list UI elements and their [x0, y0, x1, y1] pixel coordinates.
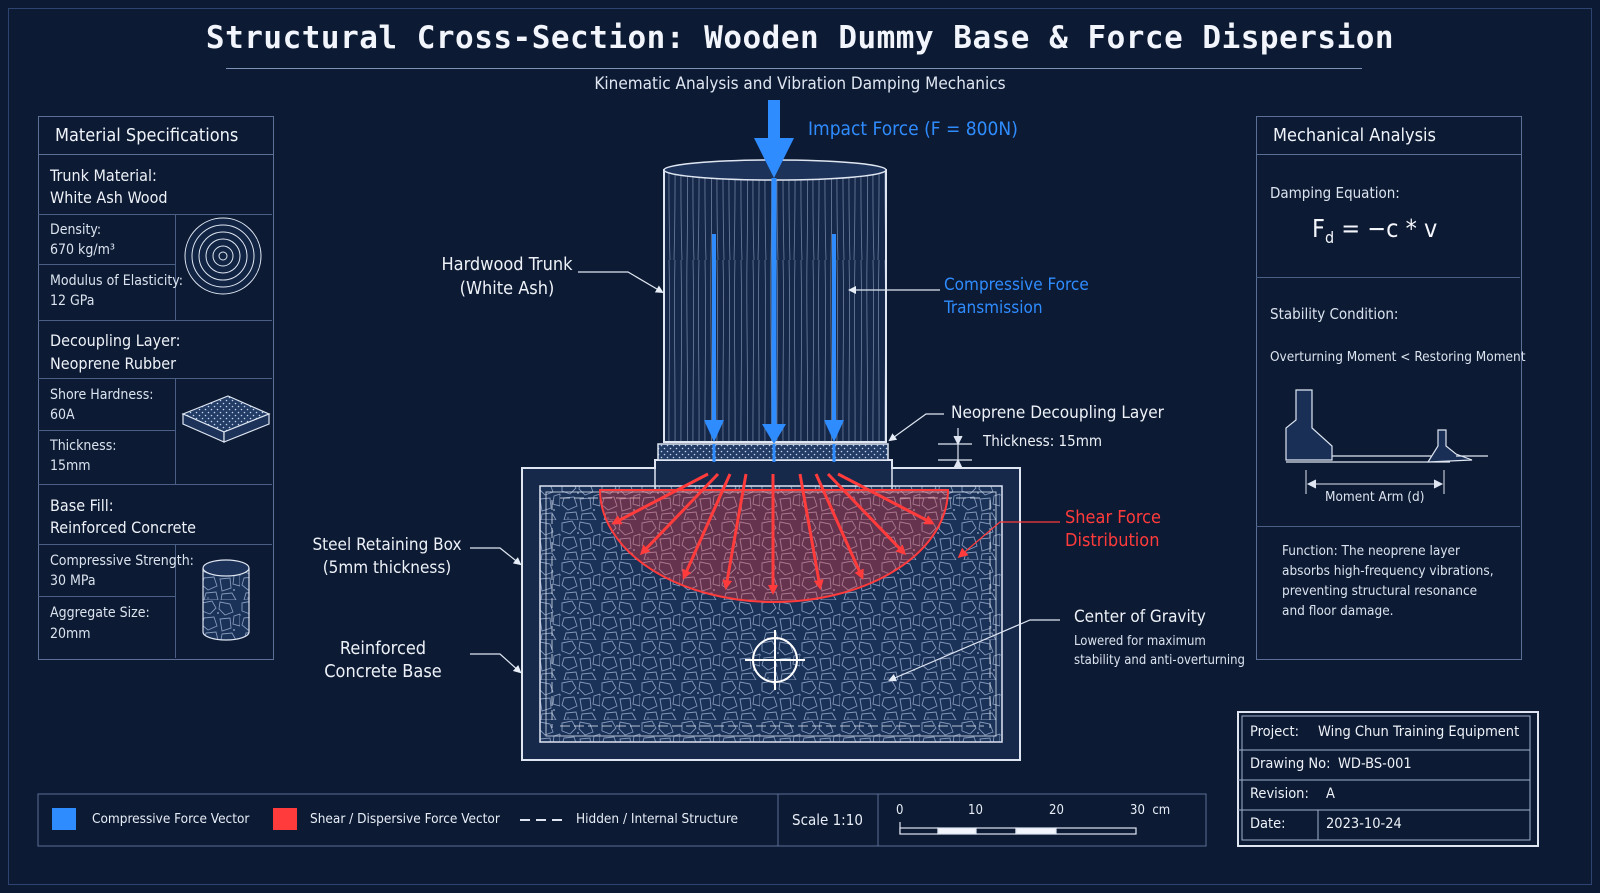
wood-ring-icon — [184, 217, 262, 295]
divider — [175, 544, 176, 658]
moment-arm-dimension — [1305, 470, 1445, 494]
shore-hardness-value: 60A — [50, 407, 75, 423]
modulus-value: 12 GPa — [50, 293, 95, 309]
title-block — [1237, 711, 1539, 847]
legend-hidden-label: Hidden / Internal Structure — [576, 811, 739, 827]
compressive-strength-label: Compressive Strength: — [50, 553, 194, 569]
scale-bar — [899, 822, 1137, 835]
trunk-material-value: White Ash Wood — [50, 188, 168, 207]
shore-hardness-label: Shore Hardness: — [50, 387, 154, 403]
stability-diagram — [1285, 389, 1488, 463]
project-value: Wing Chun Training Equipment — [1318, 724, 1520, 740]
material-specs-header: Material Specifications — [39, 117, 273, 155]
divider — [38, 430, 175, 431]
thickness-value: 15mm — [50, 458, 91, 474]
scale-label: Scale 1:10 — [792, 811, 863, 829]
base-fill-value: Reinforced Concrete — [50, 518, 196, 537]
divider — [1256, 526, 1520, 527]
aggregate-size-label: Aggregate Size: — [50, 605, 150, 621]
decoupling-layer-value: Neoprene Rubber — [50, 354, 177, 373]
legend-shear-label: Shear / Dispersive Force Vector — [310, 811, 500, 827]
page-title: Structural Cross-Section: Wooden Dummy B… — [205, 20, 1395, 56]
mechanical-analysis-panel: Mechanical Analysis — [1256, 116, 1522, 660]
stability-condition-label: Stability Condition: — [1270, 305, 1399, 323]
revision-label: Revision: — [1250, 786, 1309, 802]
shear-arrow — [826, 472, 907, 556]
thickness-dimension-label: Thickness: 15mm — [983, 432, 1102, 450]
compressive-swatch — [52, 808, 76, 830]
damping-equation-label: Damping Equation: — [1270, 184, 1400, 202]
shear-arrow — [814, 473, 864, 580]
divider — [38, 544, 272, 545]
legend-frame — [37, 793, 1207, 847]
shear-arrow — [837, 472, 935, 525]
shear-arrow — [682, 473, 732, 580]
shear-arrow — [798, 473, 824, 590]
shear-arrow — [722, 473, 748, 590]
steel-box-label: Steel Retaining Box(5mm thickness) — [312, 535, 462, 578]
moment-arm-label: Moment Arm (d) — [1325, 489, 1425, 505]
revision-value: A — [1326, 786, 1335, 802]
shear-swatch — [273, 808, 297, 830]
center-of-gravity-label: Center of Gravity — [1074, 607, 1206, 627]
project-label: Project: — [1250, 724, 1299, 740]
divider — [175, 214, 176, 320]
impact-force-label: Impact Force (F = 800N) — [808, 118, 1018, 140]
base-fill-label: Base Fill: — [50, 496, 114, 515]
shear-arrow — [611, 472, 709, 525]
trunk-material-label: Trunk Material: — [50, 166, 157, 185]
neoprene-layer-label: Neoprene Decoupling Layer — [951, 403, 1164, 423]
density-value: 670 kg/m³ — [50, 242, 115, 258]
rubber-pad-icon — [181, 395, 271, 443]
concrete-fill — [539, 485, 1003, 743]
divider — [1256, 277, 1520, 278]
function-text: Function: The neoprene layer absorbs hig… — [1282, 543, 1494, 619]
divider — [38, 484, 272, 485]
center-of-gravity-icon — [745, 630, 805, 690]
title-underline — [226, 68, 1362, 69]
legend-compressive-label: Compressive Force Vector — [92, 811, 250, 827]
impact-arrow — [754, 138, 794, 178]
aggregate-size-value: 20mm — [50, 626, 91, 642]
mechanical-analysis-header: Mechanical Analysis — [1257, 117, 1521, 155]
drawing-frame — [8, 8, 1592, 885]
compressive-strength-value: 30 MPa — [50, 573, 96, 589]
scale-tick-20: 20 — [1049, 803, 1064, 818]
stability-condition: Overturning Moment < Restoring Moment — [1270, 349, 1526, 365]
modulus-label: Modulus of Elasticity: — [50, 273, 183, 289]
scale-tick-30: 30 cm — [1130, 803, 1171, 818]
divider — [38, 596, 175, 597]
rebar-lines — [551, 497, 991, 728]
divider — [38, 214, 272, 215]
divider — [38, 264, 175, 265]
thickness-dimension — [938, 428, 972, 469]
damping-equation: Fd = −c * v — [1312, 214, 1438, 247]
page-subtitle: Kinematic Analysis and Vibration Damping… — [594, 74, 1006, 94]
scale-tick-0: 0 — [896, 803, 904, 818]
hardwood-trunk-label: Hardwood Trunk(White Ash) — [441, 254, 573, 299]
divider — [38, 320, 272, 321]
drawing-no-value: WD-BS-001 — [1338, 756, 1412, 772]
density-label: Density: — [50, 222, 102, 238]
scale-tick-10: 10 — [968, 803, 983, 818]
material-specs-panel: Material Specifications — [38, 116, 274, 660]
drawing-no-label: Drawing No: — [1250, 756, 1331, 772]
concrete-cylinder-icon — [202, 559, 250, 641]
thickness-label: Thickness: — [50, 438, 117, 454]
divider — [38, 378, 272, 379]
date-label: Date: — [1250, 816, 1286, 832]
divider — [175, 378, 176, 484]
date-value: 2023-10-24 — [1326, 816, 1402, 832]
shear-force-vectors — [611, 472, 935, 595]
compressive-force-vectors — [704, 100, 844, 462]
leader-lines — [470, 271, 1060, 682]
shear-arrow — [639, 472, 720, 556]
decoupling-layer-label: Decoupling Layer: — [50, 331, 181, 350]
